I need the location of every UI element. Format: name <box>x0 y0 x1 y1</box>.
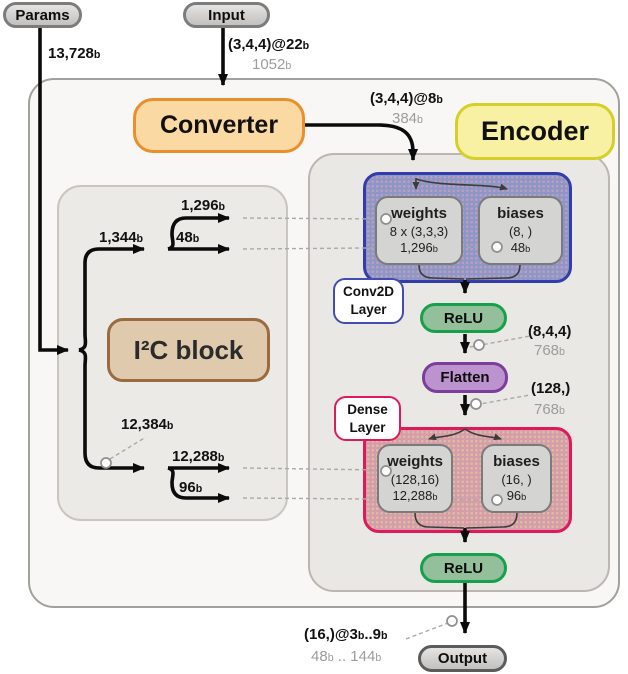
conv-biases-branch-label: 48b <box>176 229 200 246</box>
fork1-bytes-label: 1,344b <box>99 229 144 246</box>
flatten-pill: Flatten <box>422 362 508 393</box>
dense-layer-tag: Dense Layer <box>334 396 401 441</box>
output-pill-label: Output <box>437 650 488 667</box>
conv-weights-title: weights <box>391 205 447 223</box>
encoder-label: Encoder <box>455 103 615 160</box>
relu-pill-1: ReLU <box>420 303 507 333</box>
output-pill: Output <box>418 645 507 672</box>
output-bytes-label: 48b .. 144b <box>311 648 382 665</box>
conv2d-tag-line1: Conv2D <box>342 284 394 300</box>
relu1-out-shape-label: (8,4,4) <box>528 323 572 340</box>
input-pill-label: Input <box>208 6 245 24</box>
conv-weights-branch-label: 1,296b <box>181 197 226 214</box>
converter-block: Converter <box>133 98 305 153</box>
relu1-label: ReLU <box>443 309 484 327</box>
input-bytes-label: 1052b <box>252 56 292 73</box>
conv-weights-box: weights 8 x (3,3,3) 1,296b <box>375 196 463 265</box>
dense-tag-line2: Layer <box>349 419 386 435</box>
dense-weights-bytes: 12,288b <box>392 487 438 503</box>
input-pill: Input <box>183 2 270 28</box>
dense-biases-box: biases (16, ) 96b <box>481 444 552 513</box>
converter-label: Converter <box>159 111 279 139</box>
conv-weights-shape: 8 x (3,3,3) <box>389 223 449 239</box>
dense-weights-shape: (128,16) <box>390 471 440 487</box>
dense-weights-title: weights <box>387 453 443 471</box>
relu-pill-2: ReLU <box>420 553 507 583</box>
conv-biases-title: biases <box>497 205 544 223</box>
conv-in-shape-label: (3,4,4)@8b <box>370 90 443 107</box>
conv2d-layer-tag: Conv2D Layer <box>333 278 404 324</box>
conv2d-tag-line2: Layer <box>350 302 387 317</box>
conv-biases-bytes: 48b <box>510 239 531 255</box>
flatten-out-bytes-label: 768b <box>534 401 565 418</box>
flatten-label: Flatten <box>440 369 490 386</box>
params-bytes-label: 13,728b <box>48 45 101 62</box>
dense-fork-bytes-label: 12,384b <box>121 416 174 433</box>
dense-tag-line1: Dense <box>347 401 388 417</box>
dense-biases-branch-label: 96b <box>179 479 203 496</box>
params-pill: Params <box>3 2 82 28</box>
relu1-out-bytes-label: 768b <box>534 342 565 359</box>
conv-weights-bytes: 1,296b <box>400 239 438 255</box>
encoder-label-text: Encoder <box>480 116 590 146</box>
dense-biases-title: biases <box>493 453 540 471</box>
flatten-out-shape-label: (128,) <box>531 380 571 397</box>
params-pill-label: Params <box>15 6 70 24</box>
i2c-block: I²C block <box>107 318 270 382</box>
conv-in-bytes-label: 384b <box>392 110 423 127</box>
relu2-label: ReLU <box>443 559 484 577</box>
input-shape-label: (3,4,4)@22b <box>228 36 310 53</box>
dense-biases-bytes: 96b <box>506 487 527 503</box>
dense-weights-box: weights (128,16) 12,288b <box>377 444 453 513</box>
conv-biases-box: biases (8, ) 48b <box>478 196 563 265</box>
dense-weights-branch-label: 12,288b <box>172 448 225 465</box>
dense-biases-shape: (16, ) <box>501 471 532 487</box>
output-shape-label: (16,)@3b..9b <box>304 626 388 643</box>
conv-biases-shape: (8, ) <box>508 223 533 239</box>
i2c-block-label: I²C block <box>133 334 244 365</box>
